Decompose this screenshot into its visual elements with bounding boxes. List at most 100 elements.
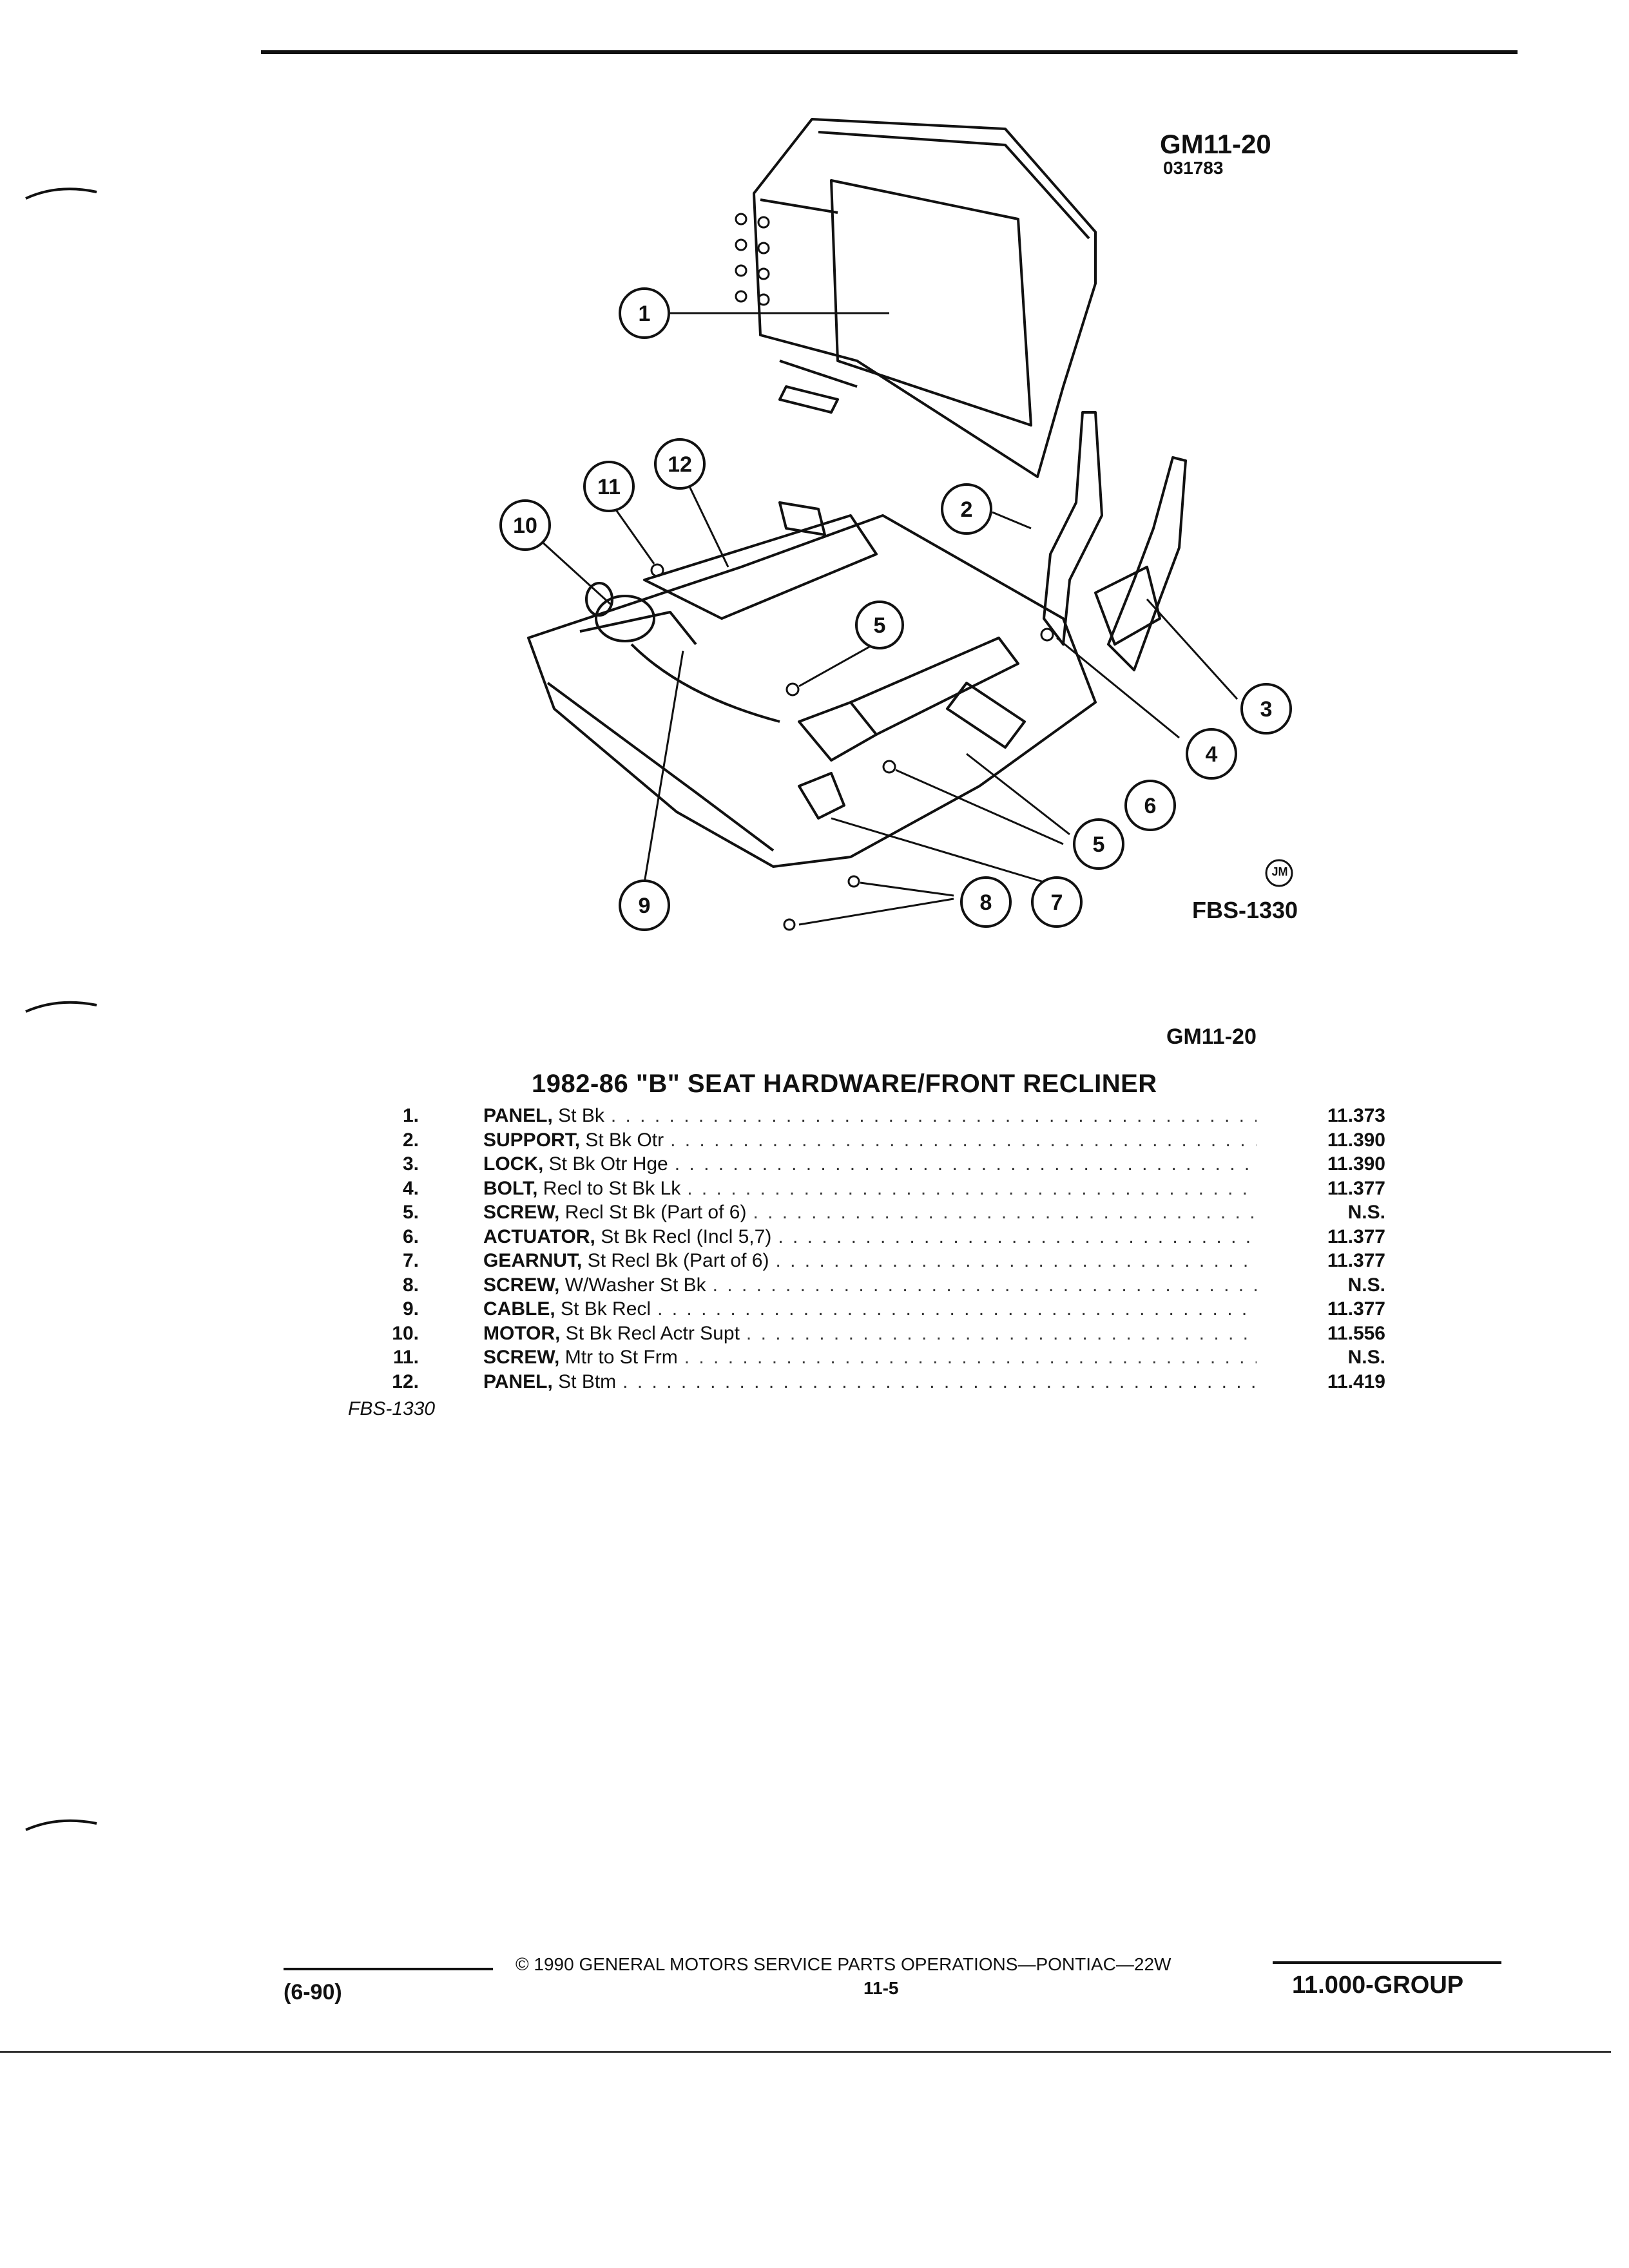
part-detail: St Bk Recl Actr Supt	[565, 1322, 740, 1344]
part-name: BOLT,	[483, 1177, 538, 1199]
part-ref: 11.377	[1327, 1298, 1385, 1320]
part-detail: St Bk Recl	[561, 1298, 651, 1320]
hardware-screws	[650, 563, 1054, 931]
part-number: 7.	[402, 1250, 419, 1271]
part-ref: 11.390	[1327, 1129, 1385, 1151]
leader-lines	[540, 312, 1239, 926]
part-ref: 11.390	[1327, 1153, 1385, 1175]
part-ref: N.S.	[1347, 1274, 1385, 1296]
leader-dots: . . . . . . . . . . . . . . . . . . . . …	[753, 1202, 1257, 1223]
part-ref: 11.377	[1327, 1250, 1385, 1271]
part-number: 11.	[392, 1347, 419, 1368]
part-detail: St Btm	[558, 1370, 617, 1392]
part-number: 6.	[402, 1225, 419, 1247]
diagram-ref-date: 031783	[1163, 158, 1224, 178]
part-number: 4.	[402, 1177, 419, 1199]
part-number: 2.	[402, 1129, 419, 1151]
callout-1: 1	[639, 302, 651, 326]
leader-dots: . . . . . . . . . . . . . . . . . . . . …	[684, 1347, 1257, 1368]
footer-rule-left	[284, 1968, 493, 1970]
recliner-cable	[630, 643, 780, 723]
callout-11: 11	[597, 475, 621, 499]
top-rule	[261, 50, 1518, 54]
callout-12: 12	[668, 452, 692, 477]
part-detail: Recl St Bk (Part of 6)	[564, 1202, 747, 1223]
part-name: PANEL,	[483, 1370, 553, 1392]
callout-2: 2	[961, 497, 973, 522]
callout-4: 4	[1206, 742, 1218, 767]
seat-back-lock	[1094, 456, 1187, 671]
part-name: SCREW,	[483, 1274, 560, 1296]
callout-numbers: 1 2 3 4 5 5 6 7 8 9 10 11 12	[513, 302, 1272, 918]
recliner-motor	[579, 582, 697, 646]
part-name: SCREW,	[483, 1202, 560, 1223]
parts-list: 1. PANEL, St Bk . . . . . . . . . . . . …	[354, 1105, 1385, 1395]
leader-dots: . . . . . . . . . . . . . . . . . . . . …	[687, 1177, 1257, 1199]
illustration-id: FBS-1330	[1192, 897, 1298, 923]
seat-bottom-pan	[527, 501, 1097, 868]
part-detail: St Bk Otr Hge	[548, 1153, 668, 1175]
part-ref: 11.377	[1327, 1225, 1385, 1247]
callout-10: 10	[513, 514, 537, 538]
part-name: SCREW,	[483, 1347, 560, 1368]
leader-dots: . . . . . . . . . . . . . . . . . . . . …	[775, 1250, 1257, 1271]
recliner-actuator	[798, 637, 1026, 762]
parts-row: 4. BOLT, Recl to St Bk Lk . . . . . . . …	[354, 1178, 1385, 1202]
artist-mark: JM	[1271, 865, 1288, 878]
footer-copyright: © 1990 GENERAL MOTORS SERVICE PARTS OPER…	[516, 1954, 1171, 1974]
leader-dots: . . . . . . . . . . . . . . . . . . . . …	[657, 1298, 1257, 1320]
leader-dots: . . . . . . . . . . . . . . . . . . . . …	[610, 1105, 1257, 1126]
part-name: LOCK,	[483, 1153, 544, 1175]
parts-row: 12. PANEL, St Btm . . . . . . . . . . . …	[354, 1371, 1385, 1396]
seat-hardware-diagram: 1 2 3 4 5 5 6 7 8 9 10 11 12	[499, 118, 1293, 931]
diagram-ref-code: GM11-20	[1160, 129, 1271, 159]
part-ref: 11.419	[1327, 1370, 1385, 1392]
binder-marks	[25, 187, 97, 1831]
part-name: MOTOR,	[483, 1322, 561, 1344]
parts-row: 5. SCREW, Recl St Bk (Part of 6) . . . .…	[354, 1202, 1385, 1226]
part-name: ACTUATOR,	[483, 1225, 595, 1247]
callout-5a: 5	[874, 613, 886, 638]
part-number: 1.	[402, 1105, 419, 1126]
part-ref: 11.556	[1327, 1322, 1385, 1344]
part-ref: N.S.	[1347, 1202, 1385, 1223]
parts-row: 11. SCREW, Mtr to St Frm . . . . . . . .…	[354, 1347, 1385, 1371]
part-name: PANEL,	[483, 1105, 553, 1126]
part-number: 5.	[402, 1202, 419, 1223]
parts-row: 7. GEARNUT, St Recl Bk (Part of 6) . . .…	[354, 1250, 1385, 1274]
artist-mark-circle	[1265, 859, 1293, 887]
parts-row: 2. SUPPORT, St Bk Otr . . . . . . . . . …	[354, 1129, 1385, 1154]
part-number: 12.	[392, 1370, 419, 1392]
footer-rule-right	[1273, 1961, 1501, 1964]
part-number: 9.	[402, 1298, 419, 1320]
leader-dots: . . . . . . . . . . . . . . . . . . . . …	[674, 1153, 1257, 1175]
leader-dots: . . . . . . . . . . . . . . . . . . . . …	[712, 1274, 1257, 1296]
seat-back-support	[1043, 411, 1103, 646]
parts-row: 8. SCREW, W/Washer St Bk . . . . . . . .…	[354, 1274, 1385, 1299]
footer-page-number: 11-5	[863, 1978, 899, 1998]
parts-row: 3. LOCK, St Bk Otr Hge . . . . . . . . .…	[354, 1153, 1385, 1178]
callout-9: 9	[639, 894, 651, 918]
seat-back-panel	[735, 118, 1097, 478]
part-name: SUPPORT,	[483, 1129, 581, 1151]
part-ref: 11.377	[1327, 1177, 1385, 1199]
part-detail: St Bk Otr	[585, 1129, 664, 1151]
part-detail: St Recl Bk (Part of 6)	[587, 1250, 769, 1271]
leader-dots: . . . . . . . . . . . . . . . . . . . . …	[622, 1370, 1257, 1392]
part-number: 8.	[402, 1274, 419, 1296]
callout-8: 8	[980, 890, 992, 915]
callout-7: 7	[1051, 890, 1063, 915]
part-number: 3.	[402, 1153, 419, 1175]
section-title: 1982-86 "B" SEAT HARDWARE/FRONT RECLINER	[532, 1070, 1157, 1098]
part-detail: Recl to St Bk Lk	[543, 1177, 681, 1199]
callout-6: 6	[1144, 794, 1157, 818]
parts-row: 1. PANEL, St Bk . . . . . . . . . . . . …	[354, 1105, 1385, 1129]
part-name: CABLE,	[483, 1298, 555, 1320]
parts-row: 9. CABLE, St Bk Recl . . . . . . . . . .…	[354, 1298, 1385, 1323]
part-detail: Mtr to St Frm	[564, 1347, 678, 1368]
footer-group: 11.000-GROUP	[1292, 1972, 1464, 1999]
footer-date: (6-90)	[284, 1980, 342, 2004]
part-ref: N.S.	[1347, 1347, 1385, 1368]
parts-row: 10. MOTOR, St Bk Recl Actr Supt . . . . …	[354, 1323, 1385, 1347]
part-detail: St Bk	[558, 1105, 604, 1126]
